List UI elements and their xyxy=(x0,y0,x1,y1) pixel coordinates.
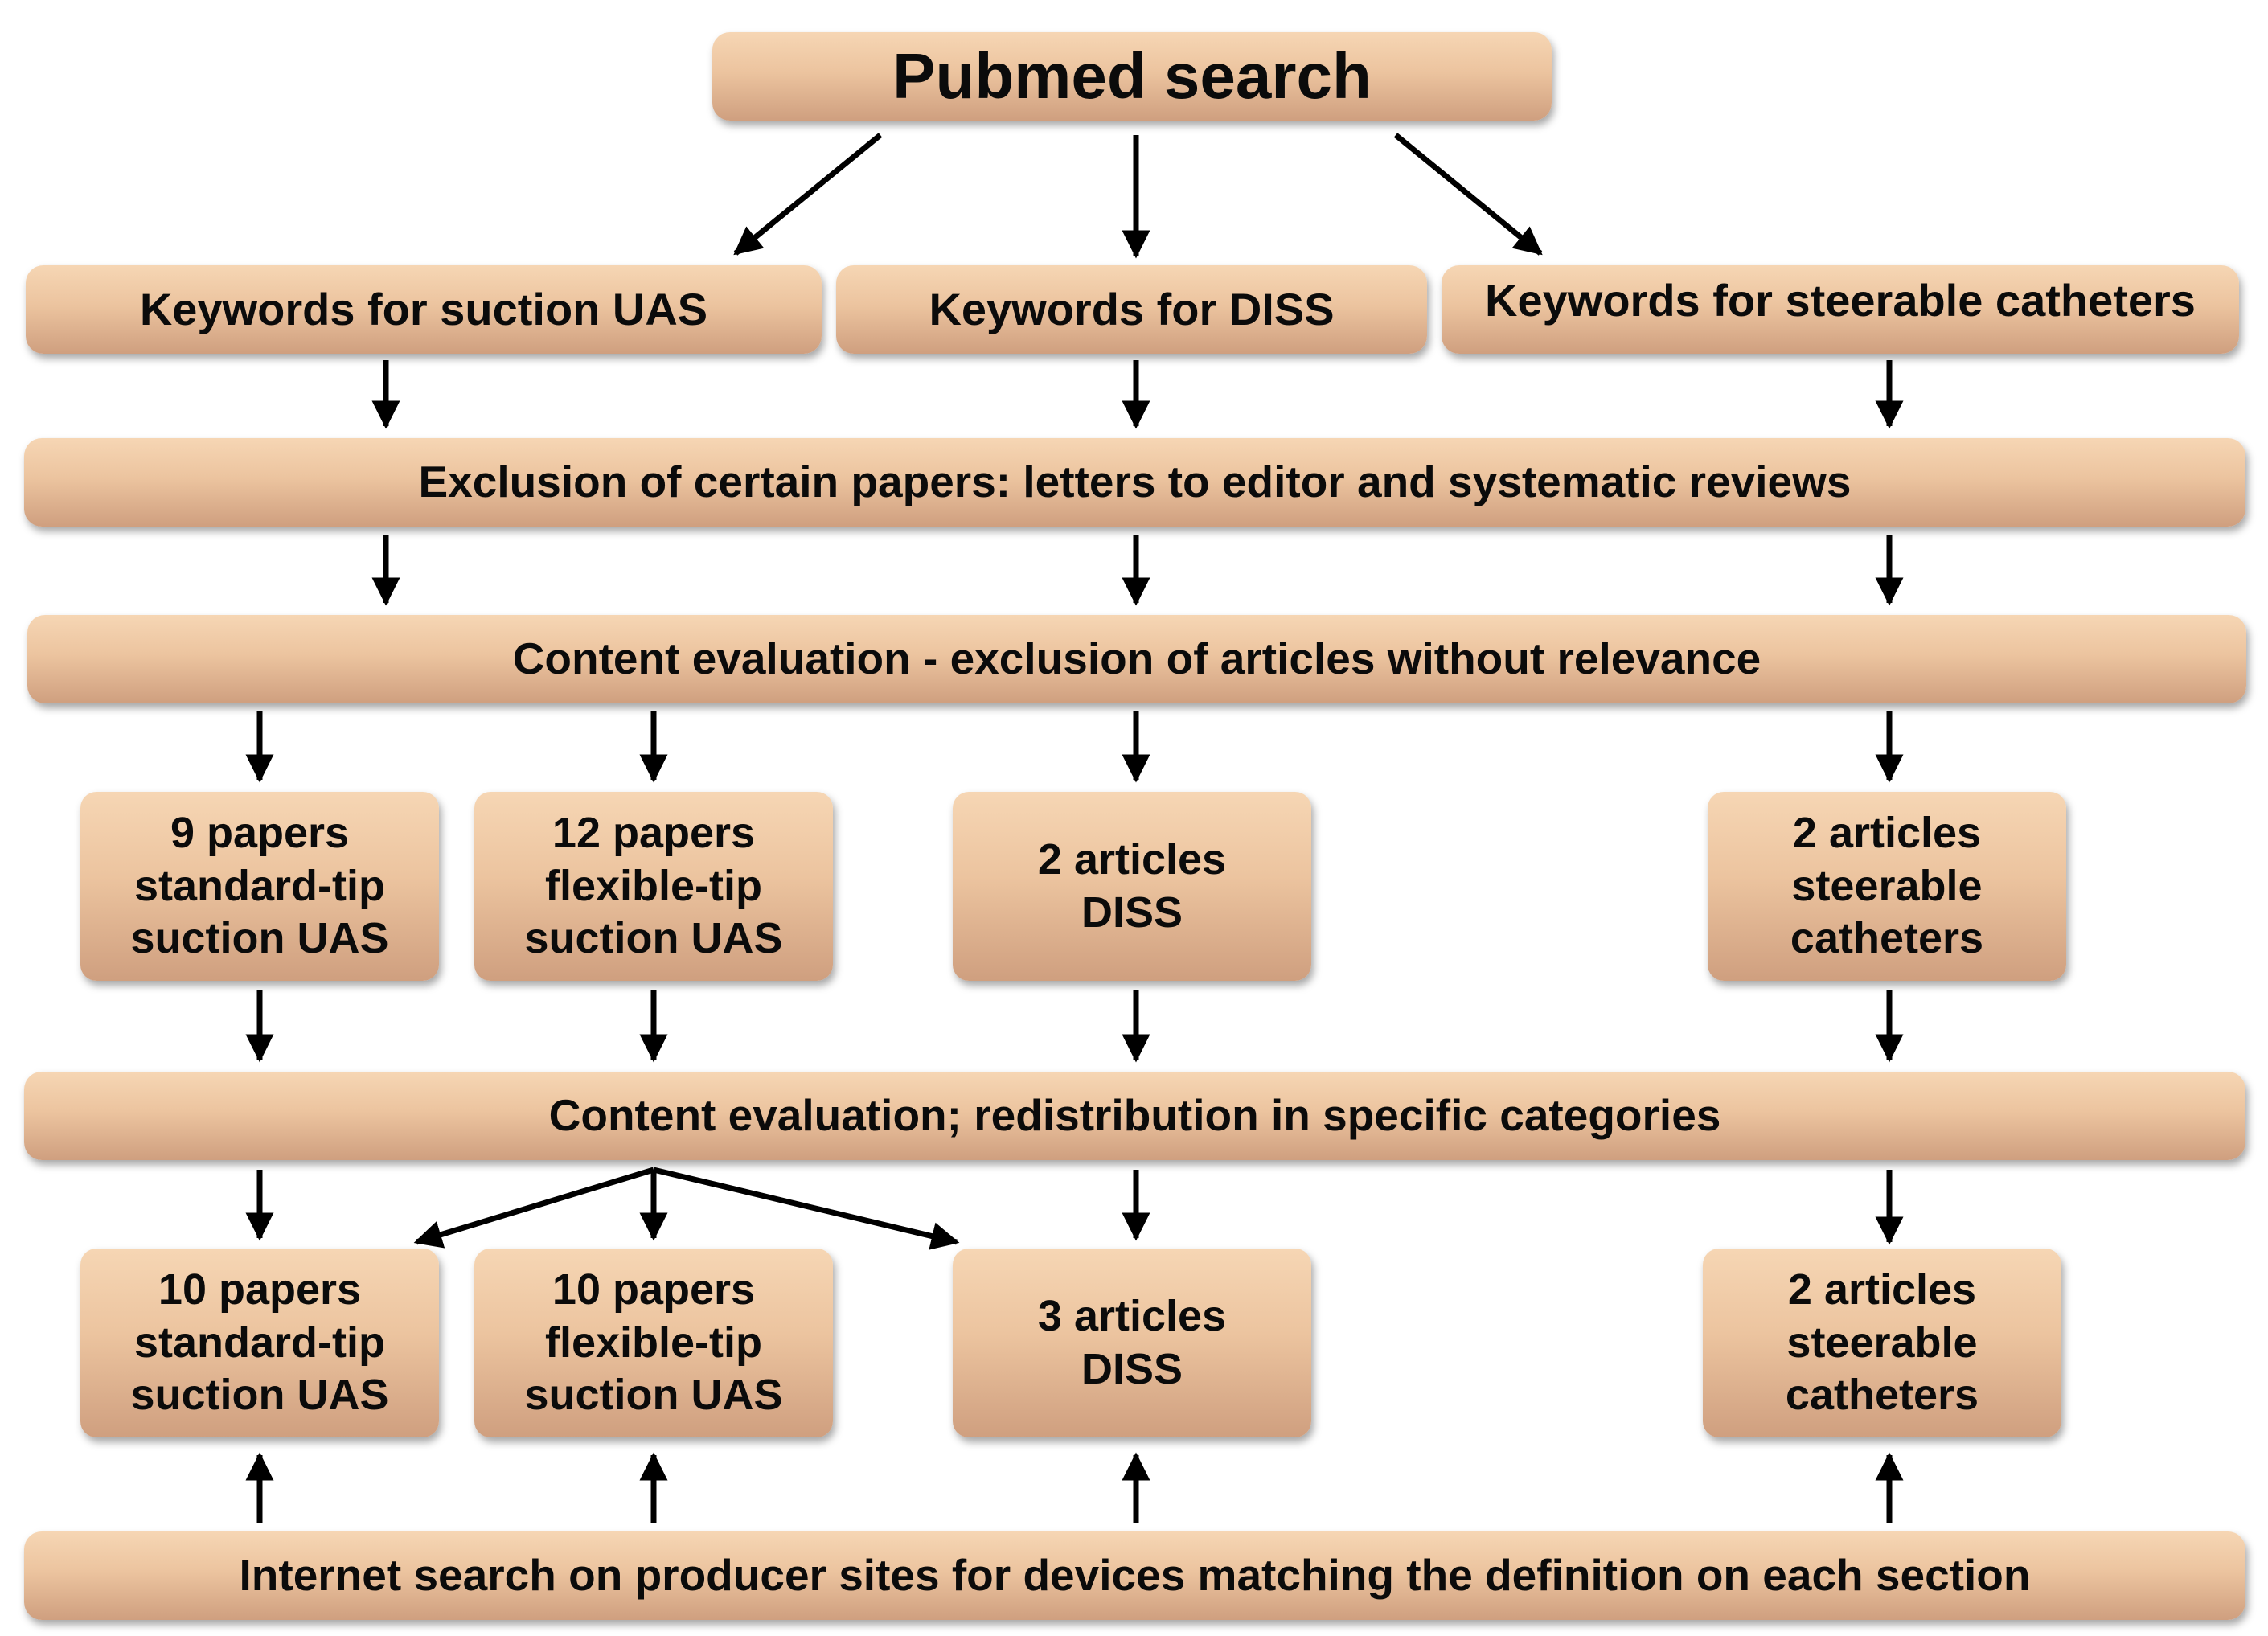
keywords-diss-label: Keywords for DISS xyxy=(929,283,1335,334)
keywords-suction-uas-box: Keywords for suction UAS xyxy=(26,265,822,354)
keywords-suction-uas-label: Keywords for suction UAS xyxy=(139,283,708,334)
arrow-title-to-steerable-keywords xyxy=(1393,133,1543,256)
keywords-steerable-label: Keywords for steerable catheters xyxy=(1485,275,2196,326)
result-standard-tip-final: 10 papers standard-tip suction UAS xyxy=(80,1249,439,1437)
keywords-diss-box: Keywords for DISS xyxy=(836,265,1427,354)
result-flexible-tip-initial-label: 12 papers flexible-tip suction UAS xyxy=(524,808,783,963)
pubmed-search-box: Pubmed search xyxy=(712,32,1552,121)
result-diss-final-label: 3 articles DISS xyxy=(1037,1291,1227,1393)
redistribution-label: Content evaluation; redistribution in sp… xyxy=(548,1090,1721,1141)
result-flexible-tip-final: 10 papers flexible-tip suction UAS xyxy=(474,1249,833,1437)
result-diss-initial: 2 articles DISS xyxy=(953,792,1311,981)
arrow-redistribution-branch-right xyxy=(653,1167,960,1250)
result-steerable-final: 2 articles steerable catheters xyxy=(1703,1249,2061,1437)
keywords-steerable-box: Keywords for steerable catheters xyxy=(1442,265,2239,354)
content-evaluation-label: Content evaluation - exclusion of articl… xyxy=(512,633,1761,684)
result-diss-initial-label: 2 articles DISS xyxy=(1037,834,1227,937)
internet-search-label: Internet search on producer sites for de… xyxy=(239,1550,2031,1601)
redistribution-box: Content evaluation; redistribution in sp… xyxy=(24,1072,2245,1160)
exclusion-box: Exclusion of certain papers: letters to … xyxy=(24,438,2245,527)
result-steerable-initial: 2 articles steerable catheters xyxy=(1708,792,2066,981)
exclusion-label: Exclusion of certain papers: letters to … xyxy=(418,457,1852,507)
internet-search-box: Internet search on producer sites for de… xyxy=(24,1531,2245,1620)
result-flexible-tip-final-label: 10 papers flexible-tip suction UAS xyxy=(524,1265,783,1420)
result-standard-tip-initial: 9 papers standard-tip suction UAS xyxy=(80,792,439,981)
arrow-redistribution-branch-left xyxy=(413,1167,655,1249)
result-diss-final: 3 articles DISS xyxy=(953,1249,1311,1437)
content-evaluation-box: Content evaluation - exclusion of articl… xyxy=(27,615,2246,703)
arrow-title-to-suction-keywords xyxy=(733,133,883,256)
result-steerable-initial-label: 2 articles steerable catheters xyxy=(1790,808,1984,963)
result-steerable-final-label: 2 articles steerable catheters xyxy=(1785,1265,1979,1420)
pubmed-search-title: Pubmed search xyxy=(892,40,1372,113)
result-standard-tip-initial-label: 9 papers standard-tip suction UAS xyxy=(130,808,389,963)
result-standard-tip-final-label: 10 papers standard-tip suction UAS xyxy=(130,1265,389,1420)
result-flexible-tip-initial: 12 papers flexible-tip suction UAS xyxy=(474,792,833,981)
